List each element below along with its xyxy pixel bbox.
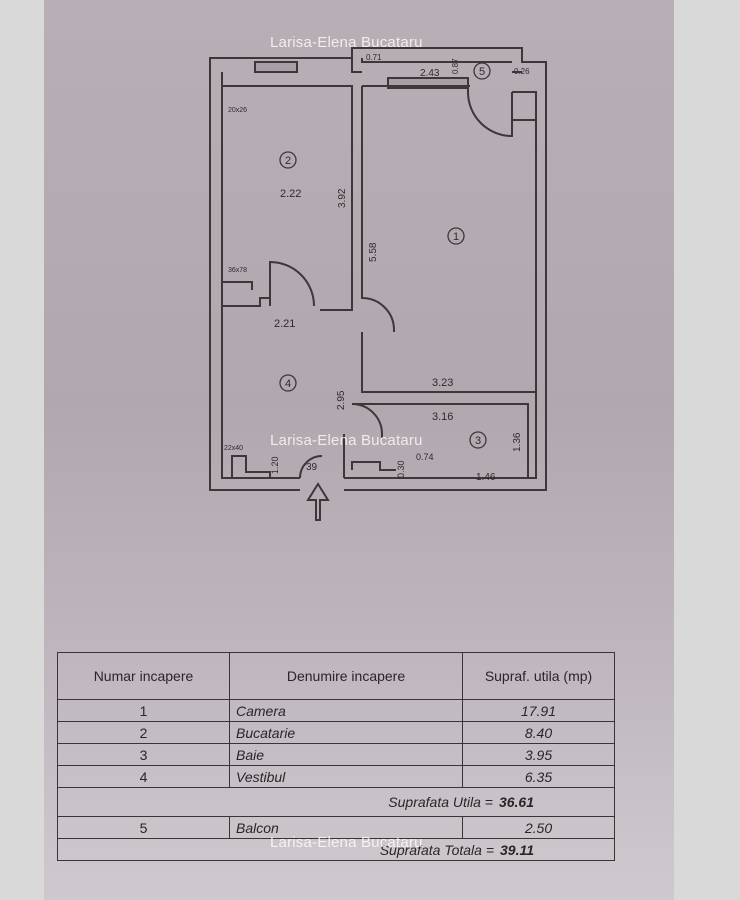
balcony-door xyxy=(467,91,513,138)
dim-bath-height: 1.36 xyxy=(512,432,523,452)
outer-wall xyxy=(222,47,547,491)
row-number: 1 xyxy=(57,699,230,722)
room1-wall xyxy=(361,86,395,332)
row-number: 3 xyxy=(57,743,230,766)
balcony-wall xyxy=(351,58,362,73)
hall-notch-kitchen xyxy=(222,281,253,290)
dim-balcony-width: 2.43 xyxy=(420,68,440,79)
dim-room1-height: 5.58 xyxy=(368,242,379,262)
header-room-name: Denumire incapere xyxy=(229,652,463,700)
bath-door xyxy=(351,403,383,438)
dim-hall-height: 2.95 xyxy=(336,390,347,410)
dim-corner-b: 36x78 xyxy=(228,267,247,274)
dim-hall-left: 1.20 xyxy=(270,456,280,474)
room-markers xyxy=(279,62,491,449)
dim-bath-small2: 0.30 xyxy=(396,460,406,478)
balcony-inner xyxy=(467,86,537,121)
dim-corner-c: 20x26 xyxy=(228,107,247,114)
bath-wall xyxy=(352,403,529,478)
row-area: 17.91 xyxy=(462,699,615,722)
table-row: 4 Vestibul 6.35 xyxy=(57,765,615,788)
kitchen-door xyxy=(269,260,315,307)
row-name: Camera xyxy=(229,699,463,722)
total-area-label: Suprafata Totala = xyxy=(379,841,494,858)
table-row: 1 Camera 17.91 xyxy=(57,699,615,722)
watermark-middle: Larisa-Elena Bucataru xyxy=(270,432,423,449)
room-number-1: 1 xyxy=(453,231,459,243)
row-area: 6.35 xyxy=(462,765,615,788)
room-number-3: 3 xyxy=(475,435,481,447)
outer-wall-left xyxy=(209,57,300,491)
room-number-5: 5 xyxy=(479,66,485,78)
dim-balcony-small2: 0.26 xyxy=(514,67,530,76)
table-header-row: Numar incapere Denumire incapere Supraf.… xyxy=(57,652,615,700)
dim-bath-width: 3.16 xyxy=(432,411,453,423)
hall-door xyxy=(299,455,323,479)
entry-arrow xyxy=(306,482,330,521)
row-name: Vestibul xyxy=(229,765,463,788)
dim-door-width: 39 xyxy=(306,462,318,473)
row-area: 8.40 xyxy=(462,721,615,744)
total-area-value: 39.11 xyxy=(500,841,534,858)
row-name: Baie xyxy=(229,743,463,766)
watermark-top: Larisa-Elena Bucataru xyxy=(270,34,423,51)
bath-notch xyxy=(351,461,396,471)
total-area-row: Suprafata Totala = 39.11 xyxy=(57,838,615,861)
outer-wall-inner xyxy=(221,72,300,479)
table-row: 2 Bucatarie 8.40 xyxy=(57,721,615,744)
watermark-bottom: Larisa-Elena Bucataru xyxy=(270,834,423,851)
dim-corner-a: 22x40 xyxy=(224,445,243,452)
window-top xyxy=(254,61,298,73)
window-top-right xyxy=(387,77,469,89)
room-number-2: 2 xyxy=(285,155,291,167)
dim-kitchen-width: 2.22 xyxy=(280,188,301,200)
useful-area-row: Suprafata Utila = 36.61 xyxy=(57,787,615,817)
dim-kitchen-height: 3.92 xyxy=(337,188,348,208)
kitchen-wall xyxy=(222,85,353,311)
row-number: 2 xyxy=(57,721,230,744)
room1-wall-lower xyxy=(361,332,536,393)
row-area: 3.95 xyxy=(462,743,615,766)
balcony-number: 5 xyxy=(57,816,230,839)
row-name: Bucatarie xyxy=(229,721,463,744)
header-useful-area: Supraf. utila (mp) xyxy=(462,652,615,700)
kitchen-wall-bottom xyxy=(222,297,271,307)
useful-area-label: Suprafata Utila = xyxy=(388,794,493,810)
floor-plan: 1 2 3 4 5 2.22 3.92 5.58 3.23 2.21 2.95 … xyxy=(209,47,547,521)
room-area-table: Numar incapere Denumire incapere Supraf.… xyxy=(57,652,615,861)
outer-wall-right-inner xyxy=(344,120,537,479)
row-number: 4 xyxy=(57,765,230,788)
table-row: 3 Baie 3.95 xyxy=(57,743,615,766)
dim-bath-small1: 0.74 xyxy=(416,452,434,462)
dim-balcony-small1: 0.71 xyxy=(366,53,382,62)
balcony-rail xyxy=(361,58,522,73)
hall-notch-left xyxy=(231,455,271,478)
useful-area-value: 36.61 xyxy=(498,794,534,810)
dim-bath-bottom: 1.46 xyxy=(476,472,496,483)
dim-room1-width: 3.23 xyxy=(432,377,453,389)
room-number-4: 4 xyxy=(285,378,291,390)
balcony-area: 2.50 xyxy=(462,816,615,839)
header-room-number: Numar incapere xyxy=(57,652,230,700)
dim-hall-width: 2.21 xyxy=(274,318,295,330)
dim-balcony-depth: 0.87 xyxy=(451,58,460,74)
